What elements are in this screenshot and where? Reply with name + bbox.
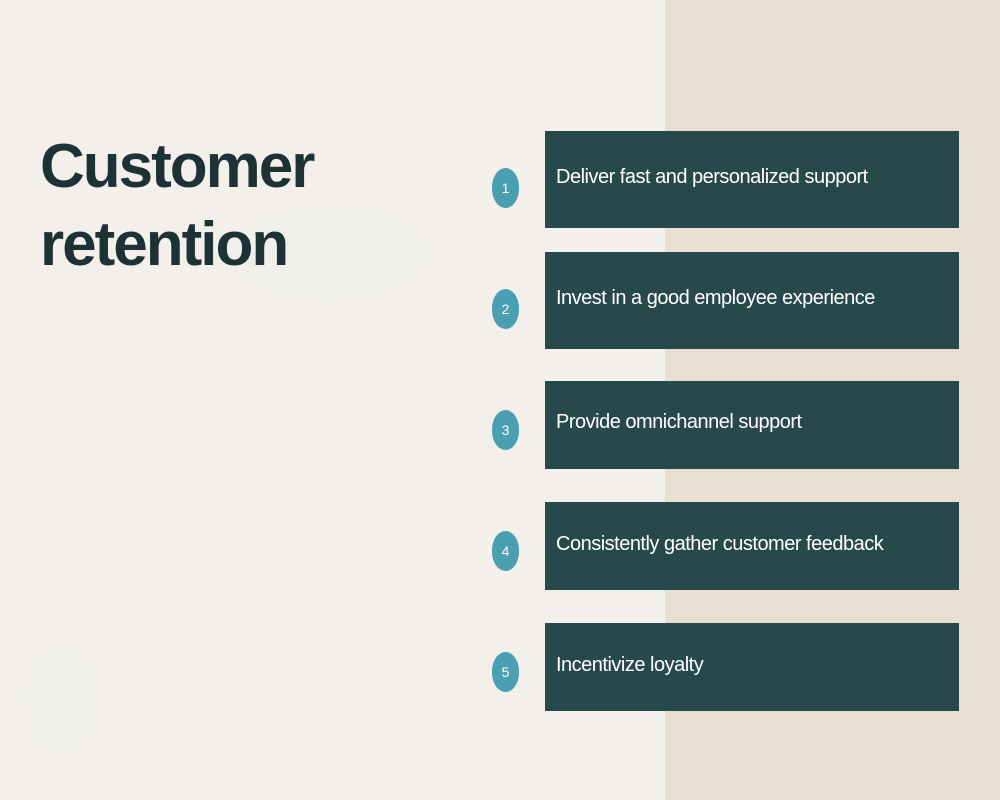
- step-item: Consistently gather customer feedback: [545, 502, 959, 590]
- step-item: Invest in a good employee experience: [545, 252, 959, 349]
- step-number-badge: 4: [492, 531, 519, 571]
- step-number-badge: 5: [492, 652, 519, 692]
- step-item: Deliver fast and personalized support: [545, 131, 959, 228]
- step-item: Provide omnichannel support: [545, 381, 959, 469]
- step-number-badge: 1: [492, 168, 519, 208]
- step-number-badge: 2: [492, 289, 519, 329]
- step-label: Consistently gather customer feedback: [556, 533, 884, 555]
- step-label: Invest in a good employee experience: [556, 287, 875, 309]
- decorative-blob: [225, 205, 430, 300]
- step-item: Incentivize loyalty: [545, 623, 959, 711]
- step-number-badge: 3: [492, 410, 519, 450]
- step-label: Provide omnichannel support: [556, 411, 802, 433]
- decorative-blob: [22, 645, 100, 755]
- page-title: Customer retention: [40, 132, 315, 279]
- step-label: Incentivize loyalty: [556, 654, 704, 676]
- step-label: Deliver fast and personalized support: [556, 166, 868, 188]
